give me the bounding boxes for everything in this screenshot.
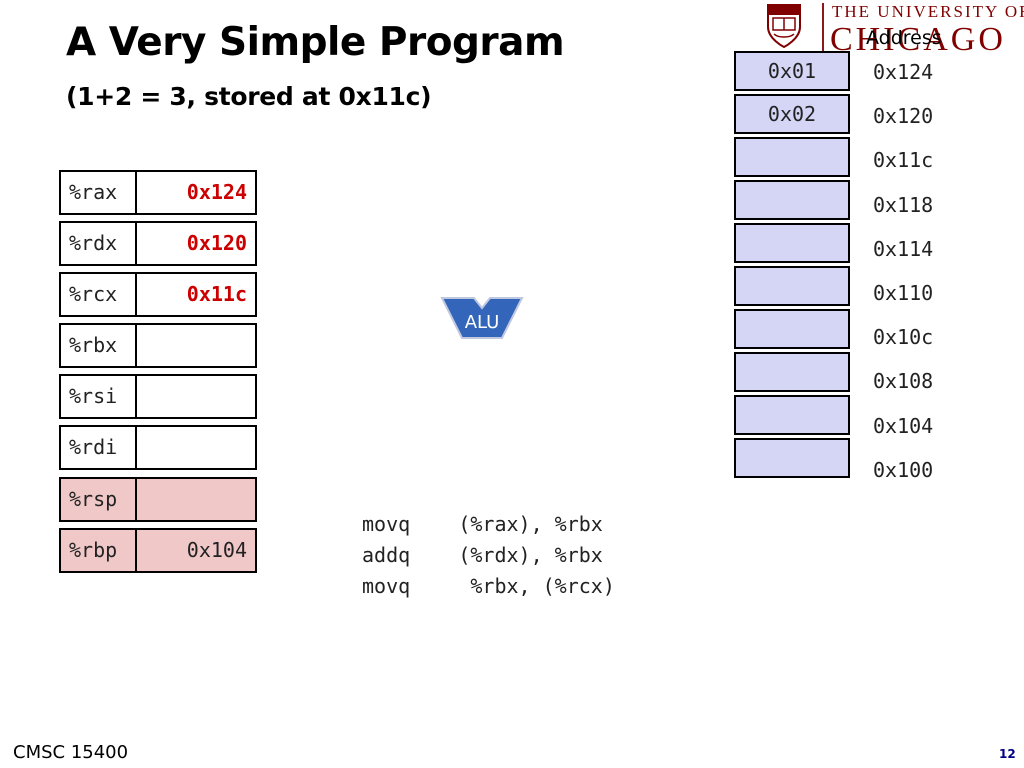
register-value: 0x104 (137, 530, 255, 571)
memory-cell: 0x01 (734, 51, 850, 91)
register-rsp: %rsp (59, 477, 257, 522)
register-name: %rbp (61, 530, 137, 571)
register-name: %rdx (61, 223, 137, 264)
memory-address: 0x110 (873, 281, 934, 305)
memory-cell (734, 180, 850, 220)
memory-address: 0x124 (873, 60, 934, 84)
alu-icon: ALU (440, 297, 524, 339)
register-rcx: %rcx 0x11c (59, 272, 257, 317)
register-rbp: %rbp 0x104 (59, 528, 257, 573)
page-number: 12 (999, 747, 1016, 761)
code-line: addq (%rdx), %rbx (362, 543, 603, 567)
register-value: 0x11c (186, 282, 247, 306)
register-name: %rsp (61, 479, 137, 520)
memory-column: 0x01 0x02 (734, 51, 850, 481)
logo-divider (822, 3, 824, 51)
register-name: %rbx (61, 325, 137, 366)
memory-address: 0x114 (873, 237, 934, 261)
memory-address: 0x108 (873, 369, 934, 393)
register-name: %rax (61, 172, 137, 213)
memory-cell (734, 352, 850, 392)
alu-label: ALU (465, 312, 500, 333)
register-value (137, 325, 255, 366)
register-name: %rdi (61, 427, 137, 468)
shield-icon (767, 4, 801, 49)
memory-address: 0x120 (873, 104, 934, 128)
memory-address: 0x10c (873, 325, 934, 349)
university-logo: THE UNIVERSITY OF CHICAGO (766, 2, 1024, 58)
logo-line-1: THE UNIVERSITY OF (832, 2, 1024, 21)
register-value (137, 427, 255, 468)
register-value (137, 376, 255, 417)
register-rdi: %rdi (59, 425, 257, 470)
register-rax: %rax 0x124 (59, 170, 257, 215)
code-line: movq %rbx, (%rcx) (362, 574, 615, 598)
memory-address: 0x118 (873, 193, 934, 217)
memory-address: 0x104 (873, 414, 934, 438)
code-line: movq (%rax), %rbx (362, 512, 603, 536)
memory-cell (734, 223, 850, 263)
memory-cell (734, 266, 850, 306)
register-value: 0x124 (186, 180, 247, 204)
memory-cell (734, 395, 850, 435)
register-rbx: %rbx (59, 323, 257, 368)
register-value (137, 479, 255, 520)
memory-address: 0x100 (873, 458, 934, 482)
memory-cell (734, 309, 850, 349)
slide-subtitle: (1+2 = 3, stored at 0x11c) (66, 82, 432, 111)
address-header: Address (866, 27, 942, 49)
memory-cell: 0x02 (734, 94, 850, 134)
register-rdx: %rdx 0x120 (59, 221, 257, 266)
memory-cell (734, 438, 850, 478)
register-name: %rcx (61, 274, 137, 315)
register-value: 0x120 (186, 231, 247, 255)
logo-line-2: CHICAGO (830, 21, 1006, 58)
register-name: %rsi (61, 376, 137, 417)
course-footer: CMSC 15400 (13, 742, 129, 763)
register-rsi: %rsi (59, 374, 257, 419)
memory-address: 0x11c (873, 148, 934, 172)
memory-cell (734, 137, 850, 177)
slide-title: A Very Simple Program (66, 20, 565, 65)
